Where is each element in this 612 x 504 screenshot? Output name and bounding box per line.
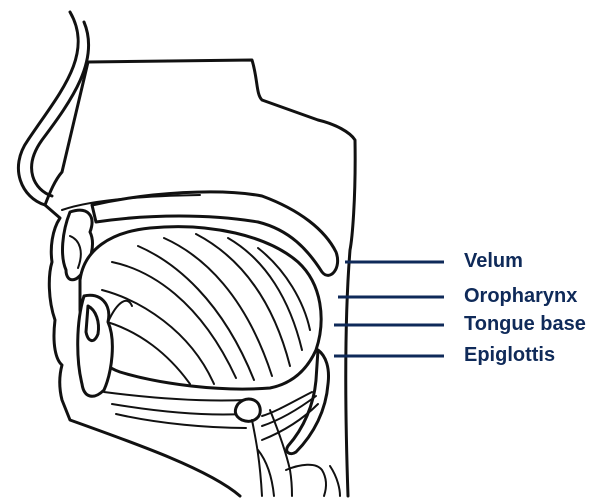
oropharynx-label: Oropharynx <box>464 284 577 308</box>
mandible-line-2 <box>112 404 244 415</box>
mandible-line-1 <box>104 392 246 401</box>
tongue-base-label: Tongue base <box>464 312 586 336</box>
mandible-line-3 <box>116 414 246 428</box>
epiglottis-label: Epiglottis <box>464 343 555 367</box>
esophagus-line <box>330 466 340 496</box>
velum-label: Velum <box>464 249 523 273</box>
hyoid-bone <box>235 399 260 421</box>
larynx-front <box>252 420 262 496</box>
nose-inner-line <box>32 22 89 196</box>
